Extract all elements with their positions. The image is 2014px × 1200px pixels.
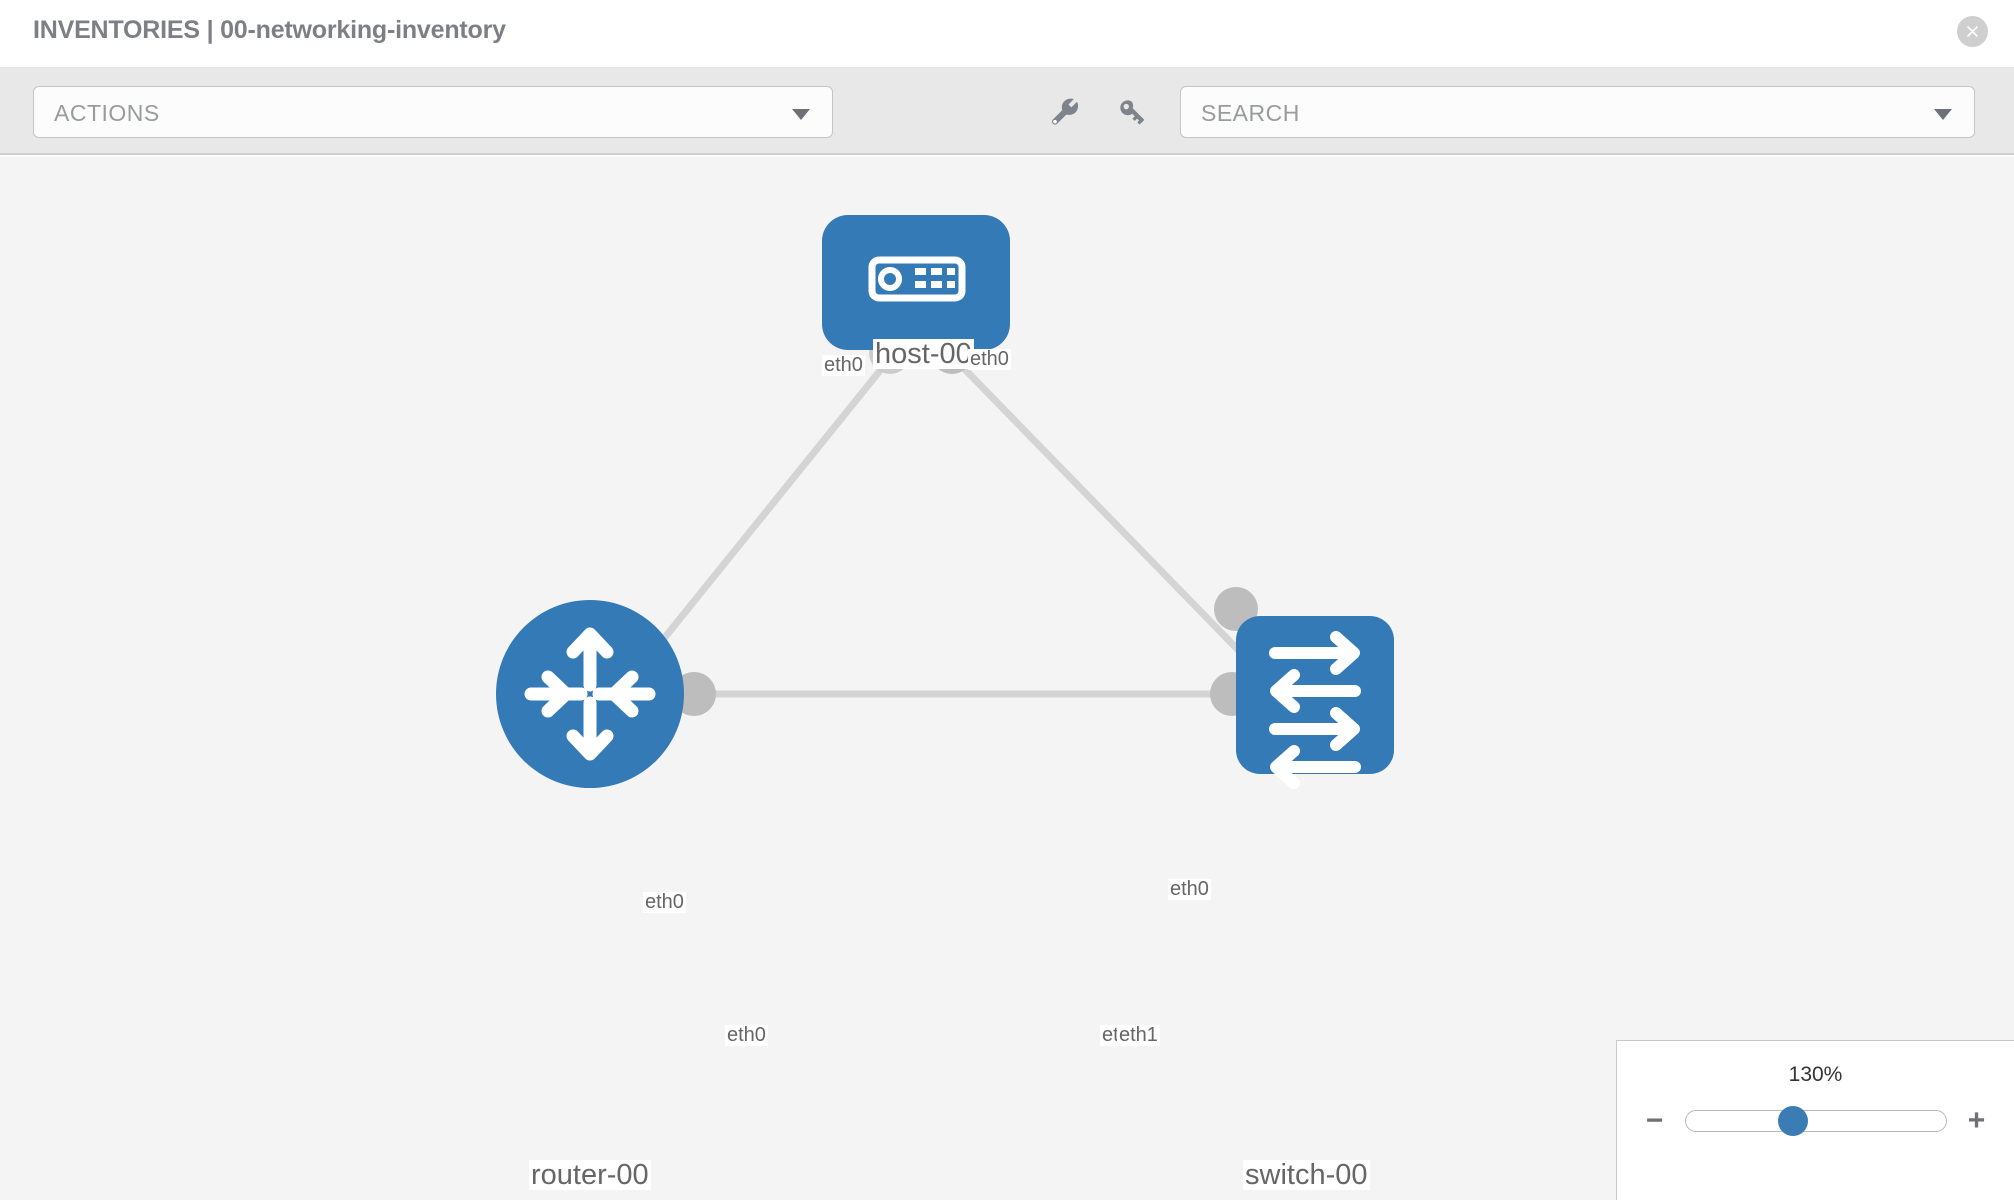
- wrench-icon: [1052, 98, 1079, 125]
- iface-label-switch-eth1-trunk: eth1: [1117, 1024, 1160, 1046]
- zoom-in-button[interactable]: +: [1967, 1104, 1986, 1137]
- zoom-control[interactable]: 130% − +: [1616, 1040, 2014, 1200]
- node-label-router-00: router-00: [529, 1159, 651, 1191]
- server-icon: [868, 256, 966, 302]
- iface-label-host-eth0-right: eth0: [968, 348, 1011, 370]
- node-label-switch-00: switch-00: [1243, 1159, 1370, 1191]
- switch-arrows-icon: [1269, 631, 1361, 789]
- zoom-slider-track[interactable]: [1684, 1106, 1947, 1136]
- key-button[interactable]: [1110, 90, 1154, 134]
- node-host-00[interactable]: [822, 215, 1010, 350]
- iface-label-host-eth0-left: eth0: [822, 354, 865, 376]
- toolbar: ACTIONS SEARCH: [0, 68, 2014, 155]
- wrench-button[interactable]: [1043, 90, 1087, 134]
- actions-dropdown-label: ACTIONS: [54, 100, 160, 126]
- chevron-down-icon: [1934, 109, 1952, 120]
- actions-dropdown[interactable]: ACTIONS: [33, 86, 833, 138]
- search-placeholder: SEARCH: [1201, 100, 1300, 126]
- topology-canvas[interactable]: host-00 eth0 eth0 eth0 eth0 eth0 eth eth…: [0, 157, 2014, 1200]
- window-header: INVENTORIES | 00-networking-inventory: [0, 0, 2014, 68]
- close-icon: [1967, 26, 1978, 37]
- node-switch-00[interactable]: [1236, 616, 1394, 789]
- iface-label-switch-eth0-uplink: eth0: [1168, 878, 1211, 900]
- link-host-switch[interactable]: [945, 349, 1248, 660]
- iface-label-router-eth0-trunk: eth0: [725, 1024, 768, 1046]
- search-input[interactable]: SEARCH: [1180, 86, 1975, 138]
- key-icon: [1120, 100, 1145, 125]
- zoom-out-button[interactable]: −: [1645, 1104, 1664, 1137]
- link-host-router[interactable]: [642, 349, 898, 665]
- close-button[interactable]: [1957, 16, 1988, 47]
- zoom-slider-handle[interactable]: [1778, 1106, 1809, 1136]
- page-title: INVENTORIES | 00-networking-inventory: [33, 16, 506, 44]
- iface-label-router-eth0-uplink: eth0: [643, 891, 686, 913]
- router-arrows-icon: [524, 627, 656, 761]
- node-label-host-00: host-00: [873, 338, 974, 370]
- zoom-percent-label: 130%: [1788, 1063, 1843, 1086]
- node-router-00[interactable]: [496, 600, 684, 788]
- chevron-down-icon: [792, 109, 810, 120]
